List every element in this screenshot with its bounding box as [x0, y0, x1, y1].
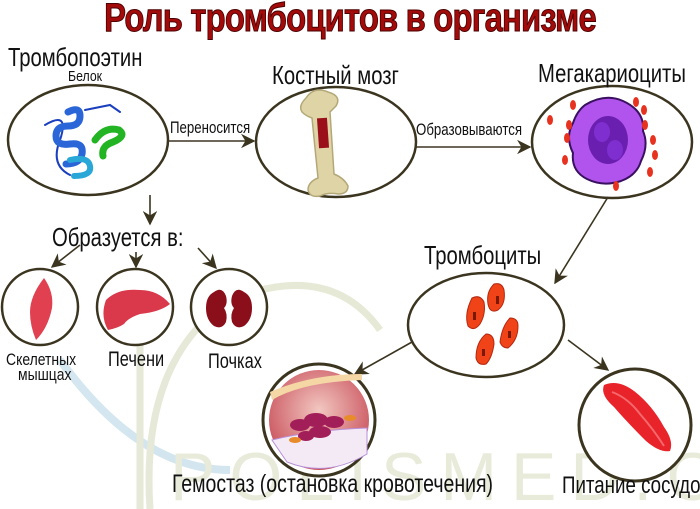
bone-icon [299, 89, 349, 198]
formed-in-label: Образуется в: [52, 222, 184, 252]
muscle-label-line2: мышцах [18, 365, 72, 384]
liver-label: Печени [108, 348, 165, 371]
vessel-nutrition-label: Питание сосудов [562, 472, 700, 499]
megakaryocytes-label: Мегакариоциты [538, 58, 686, 88]
bone-marrow-label: Костный мозг [272, 60, 399, 90]
edge-label-formed: Образовываются [416, 120, 523, 139]
edge-label-transported: Переносится [170, 118, 251, 137]
megakaryocyte-icon [547, 96, 658, 191]
blood-clot-icon [269, 370, 369, 470]
kidneys-label: Почках [208, 350, 262, 373]
kidneys-node [189, 267, 269, 347]
kidneys-icon [206, 289, 252, 328]
muscle-icon [30, 278, 53, 340]
page-title: Роль тромбоцитов в организме [104, 0, 597, 41]
thrombopoietin-node [6, 83, 170, 197]
arrows [50, 133, 610, 375]
protein-icon [44, 103, 126, 179]
platelets-label: Тромбоциты [424, 240, 542, 270]
protein-sublabel: Белок [68, 68, 103, 85]
platelets-node [406, 271, 566, 379]
thrombopoietin-label: Тромбопоэтин [8, 42, 143, 72]
liver-icon [103, 289, 170, 330]
blood-vessel-icon [603, 383, 672, 452]
hemostasis-label: Гемостаз (остановка кровотечения) [172, 470, 494, 498]
muscle-label-line1: Скелетных [6, 350, 77, 369]
bone-marrow-node [254, 85, 418, 199]
